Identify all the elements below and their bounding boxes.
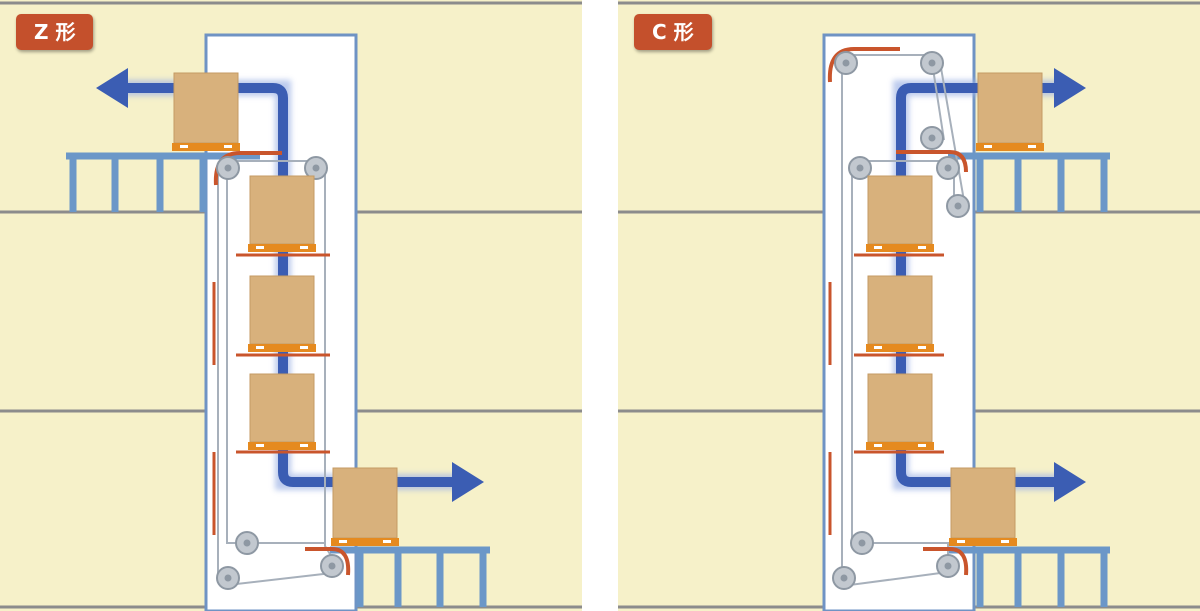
shelves (236, 253, 330, 454)
in-arrow-head (1054, 462, 1086, 502)
sprocket-icon (304, 156, 328, 180)
out-arrow-head (1054, 68, 1086, 108)
upper-right-rack (948, 152, 1110, 212)
in-arrow-head (452, 462, 484, 502)
z-type-diagram (0, 0, 582, 611)
sprocket-icon (936, 156, 960, 180)
shelves (854, 253, 944, 454)
sprockets (216, 156, 344, 590)
c-type-label: C 形 (634, 14, 712, 50)
box-shelf-3 (866, 373, 934, 450)
sprocket-icon (834, 51, 858, 75)
sprocket-icon (946, 194, 970, 218)
sprocket-icon (216, 566, 240, 590)
lower-right-rack (330, 546, 490, 607)
mid-curve-guide (896, 150, 968, 173)
c-type-conveyor-panel: C 形 (618, 0, 1200, 611)
box-out (976, 72, 1044, 151)
bottom-curve-guide (305, 547, 351, 576)
sprocket-icon (850, 531, 874, 555)
bottom-curve-guide (923, 547, 969, 576)
z-type-conveyor-panel: Z 形 (0, 0, 582, 611)
sprocket-icon (936, 554, 960, 578)
sprocket-icon (832, 566, 856, 590)
sprocket-icon (216, 156, 240, 180)
box-shelf-1 (866, 175, 934, 252)
box-shelf-3 (248, 373, 316, 450)
sprockets (832, 51, 970, 590)
sprocket-icon (235, 531, 259, 555)
out-arrow-head (96, 68, 128, 108)
sprocket-icon (848, 156, 872, 180)
box-shelf-2 (248, 275, 316, 352)
box-in (331, 467, 399, 546)
z-type-label: Z 形 (16, 14, 94, 50)
sprocket-icon (920, 126, 944, 150)
box-in (949, 467, 1017, 546)
lower-right-rack (948, 546, 1110, 607)
sprocket-icon (320, 554, 344, 578)
c-type-diagram (618, 0, 1200, 611)
sprocket-icon (920, 51, 944, 75)
box-shelf-2 (866, 275, 934, 352)
box-out (172, 72, 240, 151)
box-shelf-1 (248, 175, 316, 252)
